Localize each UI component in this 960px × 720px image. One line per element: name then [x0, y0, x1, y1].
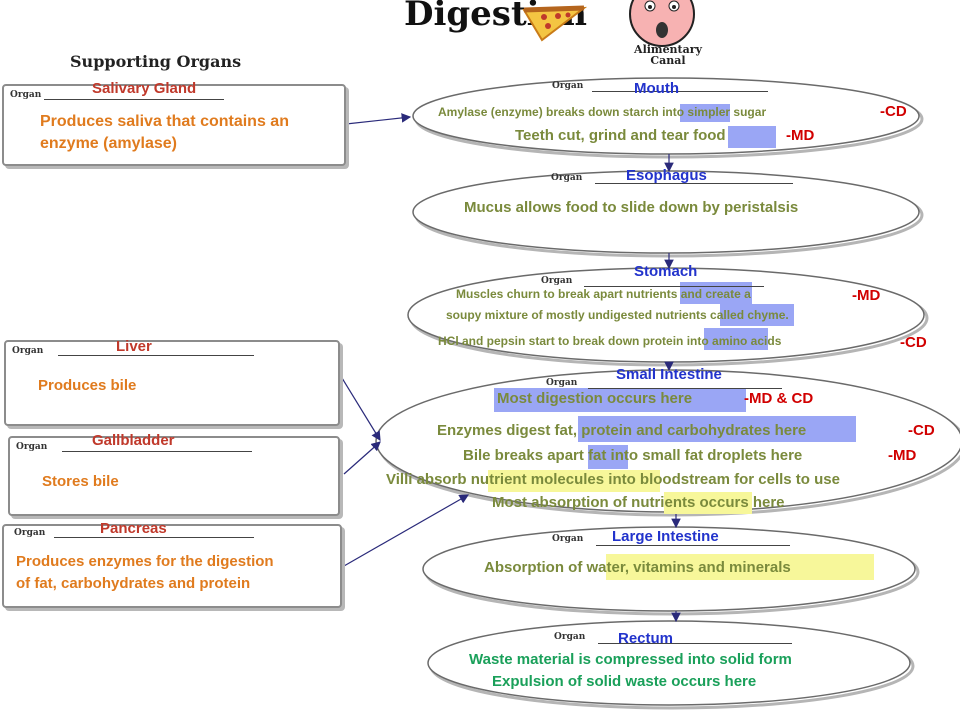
organ-underline [596, 545, 790, 546]
salivary-gland-box: Organ Salivary Gland Produces saliva tha… [2, 80, 346, 166]
small-intestine-name: Small Intestine [616, 366, 722, 383]
rectum-ellipse [427, 620, 911, 706]
organ-underline [62, 451, 252, 452]
gallbladder-name: Gallbladder [92, 432, 175, 449]
salivary-desc-line1: Produces saliva that contains an [40, 113, 289, 130]
organ-underline [588, 388, 782, 389]
organ-underline [584, 286, 764, 287]
mouth-tag2: -MD [786, 127, 815, 144]
rectum-name: Rectum [618, 630, 674, 647]
esophagus-name: Esophagus [626, 167, 707, 184]
pancreas-name: Pancreas [100, 520, 167, 537]
liver-name: Liver [116, 338, 152, 355]
small-intestine-line1: Most digestion occurs here [497, 390, 693, 407]
organ-label: Organ [552, 81, 584, 91]
highlight-food [728, 126, 776, 148]
highlight-nutrients-1 [680, 282, 752, 304]
small-intestine-line5: Most absorption of nutrients occurs here [492, 494, 785, 511]
organ-underline [54, 537, 254, 538]
highlight-fat [588, 445, 628, 469]
rectum-line2: Expulsion of solid waste occurs here [492, 673, 757, 690]
face-icon [629, 0, 695, 47]
mouth-line2: Teeth cut, grind and tear food [515, 127, 726, 144]
liver-box: Organ Liver Produces bile [4, 338, 340, 426]
liver-desc: Produces bile [38, 377, 137, 394]
pancreas-desc-line2: of fat, carbohydrates and protein [16, 575, 251, 592]
organ-label: Organ [16, 442, 48, 452]
pancreas-box: Organ Pancreas Produces enzymes for the … [2, 520, 342, 608]
gallbladder-desc: Stores bile [42, 473, 119, 490]
organ-label: Organ [554, 632, 586, 642]
small-intestine-tag3: -MD [888, 447, 917, 464]
small-intestine-tag1: -MD & CD [744, 390, 814, 407]
small-intestine-tag2: -CD [908, 422, 935, 439]
mouth-ellipse [412, 77, 920, 155]
large-intestine-line1: Absorption of water, vitamins and minera… [484, 559, 791, 576]
highlight-nutrients-2 [720, 304, 794, 326]
organ-label: Organ [541, 276, 573, 286]
organ-label: Organ [12, 346, 44, 356]
mouth-tag1: -CD [880, 103, 907, 120]
highlight-nutrient-molecules [488, 470, 660, 492]
stomach-tag3: -CD [900, 334, 927, 351]
supporting-organs-title: Supporting Organs [70, 52, 242, 71]
organ-label: Organ [14, 528, 46, 538]
organ-underline [592, 91, 768, 92]
stomach-line1: Muscles churn to break apart nutrients a… [456, 287, 751, 301]
stomach-name: Stomach [634, 263, 698, 280]
pizza-icon [522, 5, 588, 42]
salivary-gland-name: Salivary Gland [92, 80, 197, 97]
organ-underline [58, 355, 254, 356]
small-intestine-line2: Enzymes digest fat, protein and carbohyd… [437, 422, 807, 439]
organ-label: Organ [546, 378, 578, 388]
highlight-most-digestion [494, 388, 746, 412]
esophagus-line1: Mucus allows food to slide down by peris… [464, 199, 799, 216]
large-intestine-name: Large Intestine [612, 528, 719, 545]
highlight-water-vitamins [606, 554, 874, 580]
small-intestine-line4: Villi absorb nutrient molecules into blo… [386, 471, 840, 488]
pancreas-desc-line1: Produces enzymes for the digestion [16, 553, 274, 570]
organ-underline [44, 99, 224, 100]
mouth-name: Mouth [634, 80, 679, 97]
gallbladder-box: Organ Gallbladder Stores bile [8, 432, 340, 516]
organ-underline [595, 183, 793, 184]
highlight-nutrients-3 [664, 492, 752, 514]
salivary-desc-line2: enzyme (amylase) [40, 135, 177, 152]
stomach-line3: HCl and pepsin start to break down prote… [438, 334, 782, 348]
highlight-protein [704, 328, 768, 350]
stomach-tag1: -MD [852, 287, 881, 304]
alimentary-canal-label: Alimentary Canal [634, 43, 702, 67]
organ-label: Organ [552, 534, 584, 544]
organ-label: Organ [10, 90, 42, 100]
organ-label: Organ [551, 173, 583, 183]
highlight-fat-protein-carbs [578, 416, 856, 442]
stomach-line2: soupy mixture of mostly undigested nutri… [446, 308, 789, 322]
highlight-starch [680, 104, 730, 122]
rectum-line1: Waste material is compressed into solid … [469, 651, 792, 668]
organ-underline [598, 643, 792, 644]
small-intestine-line3: Bile breaks apart fat into small fat dro… [463, 447, 803, 464]
mouth-line1: Amylase (enzyme) breaks down starch into… [438, 105, 767, 119]
